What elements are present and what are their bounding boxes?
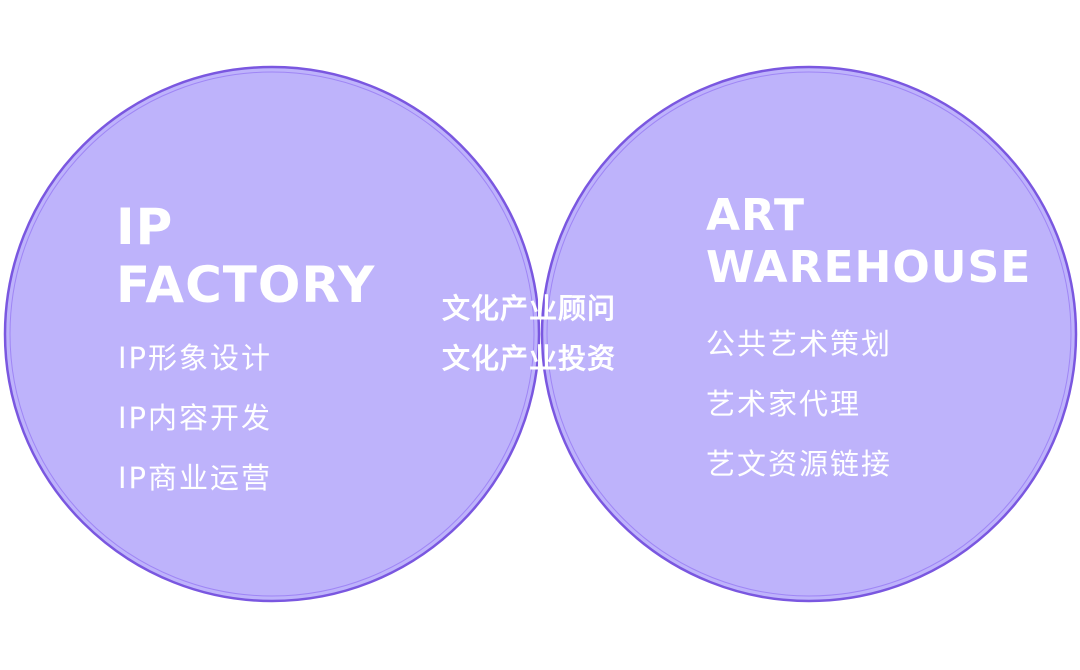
right-circle (542, 67, 1076, 601)
right-title-line-2: WAREHOUSE (706, 242, 1032, 293)
list-item: IP商业运营 (118, 461, 273, 495)
left-circle-outline-inner (9, 71, 535, 597)
right-title-line-1: ART (706, 190, 805, 241)
left-circle (5, 67, 539, 601)
list-item: IP形象设计 (118, 341, 273, 375)
right-circle-outline (540, 65, 1078, 603)
right-item-list: 公共艺术策划 艺术家代理 艺文资源链接 (706, 314, 892, 494)
right-title: ART WAREHOUSE (706, 190, 1031, 294)
overlap-label: 文化产业顾问 文化产业投资 (442, 284, 616, 384)
overlap-line-2: 文化产业投资 (442, 342, 617, 375)
left-title-line-2: FACTORY (116, 256, 376, 314)
right-circle-outline-inner (546, 71, 1072, 597)
list-item: 公共艺术策划 (706, 327, 893, 361)
list-item: 艺术家代理 (706, 387, 862, 421)
left-title-line-1: IP (116, 198, 174, 256)
left-circle-outline (3, 65, 541, 603)
left-title: IP FACTORY (116, 198, 375, 314)
list-item: 艺文资源链接 (706, 447, 893, 481)
overlap-line-1: 文化产业顾问 (442, 292, 617, 325)
left-item-list: IP形象设计 IP内容开发 IP商业运营 (118, 328, 272, 508)
list-item: IP内容开发 (118, 401, 273, 435)
